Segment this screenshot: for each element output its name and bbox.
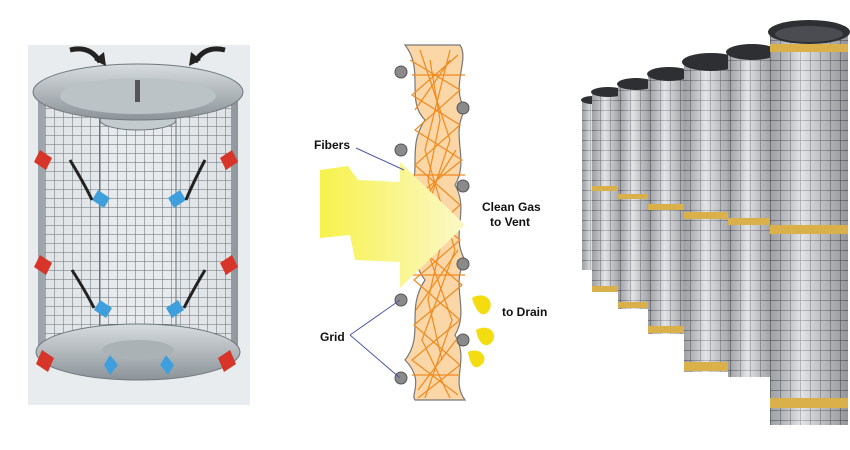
inner-core-mesh	[99, 119, 177, 356]
filter-elements-svg	[581, 20, 850, 425]
center-rod	[135, 80, 140, 102]
cylinder-mid-1	[647, 67, 691, 334]
cylinder-front-right	[768, 20, 850, 425]
to-drain-label: to Drain	[502, 305, 548, 319]
fiber-bed-svg	[320, 44, 495, 401]
top-left-arrowhead	[94, 52, 106, 66]
to-vent-label: to Vent	[490, 215, 531, 229]
grid-dots-right	[456, 101, 470, 347]
grid-label: Grid	[320, 330, 345, 344]
clean-gas-label: Clean Gas	[482, 200, 541, 214]
filter-cutaway-illustration	[0, 0, 270, 450]
label-pointer-lines	[349, 147, 405, 379]
red-outflow-arrows	[34, 150, 238, 372]
gas-flow-arrow	[320, 162, 465, 288]
blue-inner-flow-arrows	[92, 190, 186, 375]
cylinder-front-left	[726, 44, 778, 377]
filter-cylinders	[581, 20, 850, 425]
dark-flow-arrows	[68, 159, 207, 309]
filter-elements-photo	[570, 0, 850, 450]
top-right-arrowhead	[189, 52, 201, 66]
filter-cutaway-svg	[28, 45, 250, 405]
bottom-plate-core	[102, 340, 174, 360]
fiber-bed-diagram: Fibers Grid Clean Gas to Vent to Drain	[300, 0, 570, 450]
fibers-label: Fibers	[314, 138, 351, 152]
drain-droplets	[468, 295, 495, 368]
